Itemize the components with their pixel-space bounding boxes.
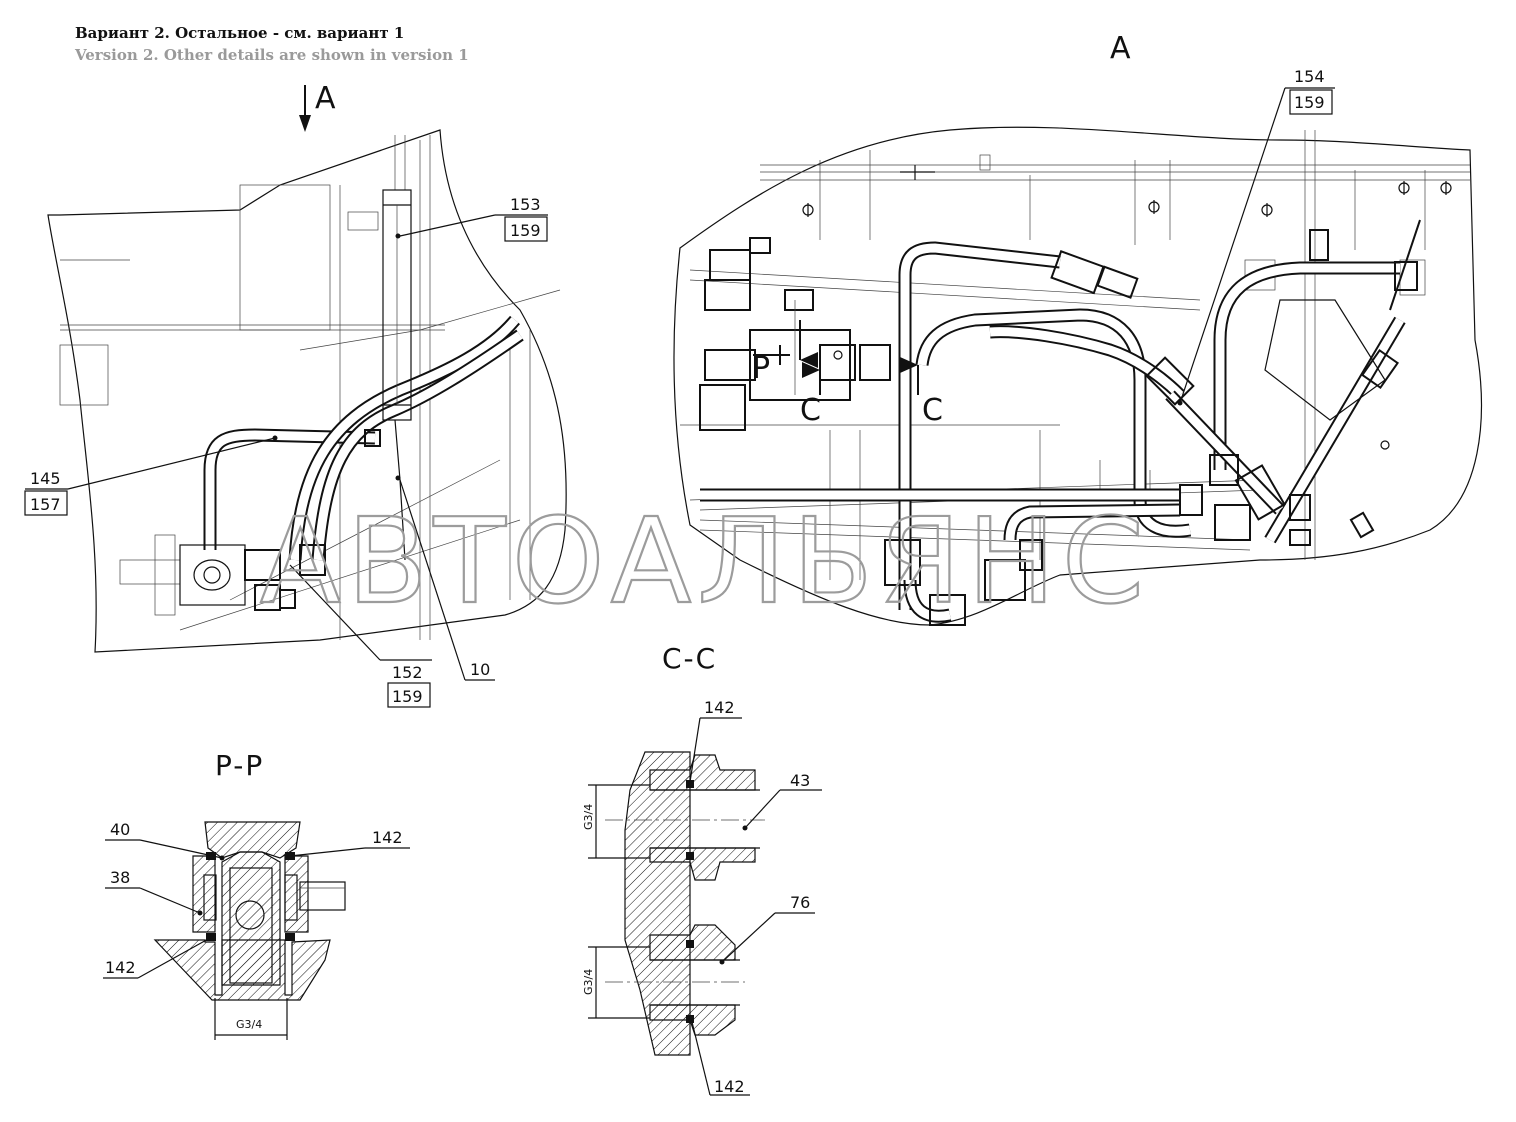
cc-seal-top-1 bbox=[686, 780, 694, 788]
callout-dot-10 bbox=[395, 475, 401, 481]
view-a-valve-body bbox=[1264, 299, 1386, 421]
pp-callout-142-top: 142 bbox=[372, 828, 403, 847]
cc-callout-76: 76 bbox=[790, 893, 810, 912]
view-a-boundary bbox=[673, 126, 1482, 626]
header-title-en: Version 2. Other details are shown in ve… bbox=[75, 46, 469, 64]
callout-154: 154 bbox=[1294, 67, 1325, 86]
callout-10: 10 bbox=[470, 660, 490, 679]
cut-p-label: P bbox=[752, 351, 770, 386]
pp-callout-40: 40 bbox=[110, 820, 130, 839]
callout-145: 145 bbox=[30, 469, 61, 488]
view-a-callout-leaders bbox=[1179, 87, 1335, 404]
callout-dot-38 bbox=[197, 910, 203, 916]
pp-bolt-bore bbox=[229, 867, 273, 984]
cut-c-right-label: C bbox=[922, 393, 943, 428]
callout-153: 153 bbox=[510, 195, 541, 214]
view-a-fittings bbox=[699, 229, 1418, 626]
cc-seal-bottom-2 bbox=[686, 1015, 694, 1023]
pp-cross-hole bbox=[235, 900, 265, 930]
cut-c-left-label: C bbox=[800, 393, 821, 428]
callout-dot-76 bbox=[719, 959, 725, 965]
pp-banjo-channel-right bbox=[284, 874, 298, 921]
pp-seal-bottom-right bbox=[285, 933, 295, 941]
header-title-ru: Вариант 2. Остальное - см. вариант 1 bbox=[75, 24, 405, 42]
cc-thread-bottom: G3/4 bbox=[582, 969, 595, 995]
view-a-section-cuts bbox=[753, 300, 919, 395]
section-cc-title: C-C bbox=[662, 642, 717, 675]
pp-outlet-pipe bbox=[299, 881, 346, 911]
left-view: A 153 159 145 157 152 159 10 bbox=[24, 81, 567, 708]
pp-thread: G3/4 bbox=[236, 1018, 262, 1031]
cc-fitting-top-lower bbox=[649, 847, 756, 881]
callout-box-159b bbox=[1289, 89, 1333, 115]
section-cc: C-C G3/4 G3/4 bbox=[582, 642, 822, 1096]
pp-callout-leaders bbox=[103, 839, 410, 979]
view-a-bolts bbox=[802, 165, 1452, 450]
pp-callout-142-bottom: 142 bbox=[105, 958, 136, 977]
callout-152: 152 bbox=[392, 663, 423, 682]
callout-159c: 159 bbox=[392, 687, 423, 706]
cc-seal-bottom-1 bbox=[686, 940, 694, 948]
pp-bolt-shank bbox=[221, 851, 281, 986]
callout-dot-153 bbox=[395, 233, 401, 239]
cc-dimensions bbox=[588, 784, 650, 1019]
callout-159b: 159 bbox=[1294, 93, 1325, 112]
callout-159a: 159 bbox=[510, 221, 541, 240]
callout-box-159c bbox=[387, 682, 431, 708]
view-a-arrow bbox=[299, 85, 311, 132]
cc-callout-43: 43 bbox=[790, 771, 810, 790]
cc-callout-142-bottom: 142 bbox=[714, 1077, 745, 1096]
pp-banjo-channel-left bbox=[203, 874, 217, 921]
left-view-boundary bbox=[47, 129, 567, 653]
cc-callout-leaders bbox=[689, 717, 822, 1096]
cc-callout-142-top: 142 bbox=[704, 698, 735, 717]
view-a-label: A bbox=[1110, 31, 1131, 66]
cc-seal-top-2 bbox=[686, 852, 694, 860]
callout-box-159a bbox=[504, 216, 548, 242]
pp-seal-bottom-left bbox=[206, 933, 216, 941]
callout-dot-40 bbox=[219, 855, 225, 861]
cc-thread-top: G3/4 bbox=[582, 804, 595, 830]
view-a: P C C A 154 159 bbox=[673, 31, 1482, 626]
view-arrow-label: A bbox=[315, 81, 336, 116]
pp-callout-38: 38 bbox=[110, 868, 130, 887]
callout-dot-154 bbox=[1177, 400, 1183, 406]
view-a-lever bbox=[1389, 219, 1421, 311]
callout-dot-43 bbox=[742, 825, 748, 831]
left-callout-leaders bbox=[25, 214, 548, 681]
callout-dot-145 bbox=[272, 435, 278, 441]
callout-157: 157 bbox=[30, 495, 61, 514]
section-pp: P-P G3/4 4 bbox=[103, 749, 410, 1040]
drawing-header: Вариант 2. Остальное - см. вариант 1 Ver… bbox=[75, 22, 469, 66]
left-pipes bbox=[179, 189, 524, 611]
view-a-pipes bbox=[700, 241, 1406, 623]
section-pp-title: P-P bbox=[215, 749, 264, 782]
watermark: АВТОАЛЬЯНС bbox=[260, 492, 1150, 630]
pp-dimension bbox=[214, 998, 288, 1040]
callout-box-157 bbox=[24, 490, 68, 516]
